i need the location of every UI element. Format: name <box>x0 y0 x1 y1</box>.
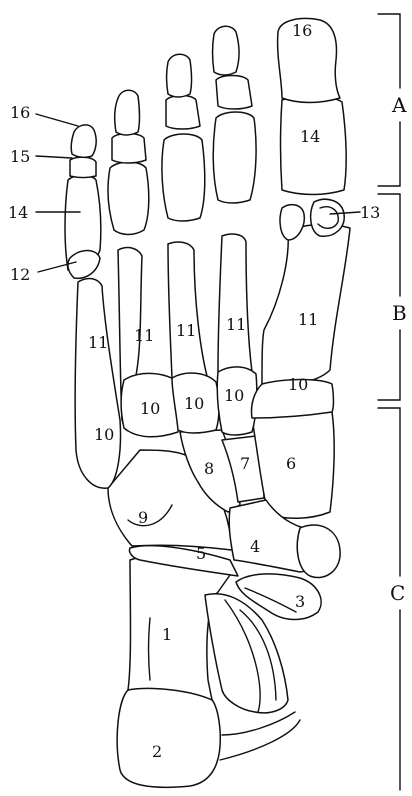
toe3-proximal <box>162 134 205 221</box>
section-label-c: C <box>390 581 405 605</box>
metatarsal-3 <box>168 242 208 384</box>
calcaneus-plantar-line <box>222 712 295 735</box>
label-16-bigtoe: 16 <box>292 21 312 40</box>
label-10-metatarsal-1: 10 <box>288 375 308 394</box>
metatarsal-2 <box>218 234 252 376</box>
label-13: 13 <box>360 203 380 222</box>
toe5-sesamoid <box>68 251 100 279</box>
cuboid-tuberosity <box>297 525 340 578</box>
section-label-b: B <box>392 301 407 325</box>
label-10-metatarsal-5: 10 <box>94 425 114 444</box>
label-9: 9 <box>138 508 148 527</box>
label-11-metatarsal-2: 11 <box>226 315 246 334</box>
label-14-bigtoe: 14 <box>300 127 320 146</box>
toe3-middle <box>166 96 200 130</box>
leader-15 <box>36 156 72 158</box>
label-10-metatarsal-2: 10 <box>224 386 244 405</box>
toe3-distal <box>167 54 192 97</box>
toe4-middle <box>112 134 146 164</box>
label-3: 3 <box>295 592 305 611</box>
label-10-metatarsal-4: 10 <box>140 399 160 418</box>
label-14-left: 14 <box>8 203 28 222</box>
label-2: 2 <box>152 742 162 761</box>
label-7: 7 <box>240 454 250 473</box>
toe5-distal <box>71 125 96 157</box>
bracket-b <box>378 194 400 400</box>
calcaneus-bone <box>117 686 220 788</box>
leader-16-left <box>36 114 78 126</box>
label-11-metatarsal-3: 11 <box>176 321 196 340</box>
label-11-metatarsal-4: 11 <box>134 326 154 345</box>
label-1: 1 <box>162 625 172 644</box>
label-11-metatarsal-5: 11 <box>88 333 108 352</box>
toe5-middle <box>70 157 96 177</box>
label-11-metatarsal-1: 11 <box>298 310 318 329</box>
toe4-distal <box>115 90 140 135</box>
toe4-proximal <box>108 162 149 235</box>
metatarsal-5 <box>75 279 120 489</box>
label-5: 5 <box>196 544 206 563</box>
calcaneus-plantar-line-2 <box>220 720 300 760</box>
label-10-metatarsal-3: 10 <box>184 394 204 413</box>
metatarsal-1 <box>262 225 350 386</box>
toe2-proximal <box>213 112 256 203</box>
section-label-a: A <box>391 93 407 117</box>
label-12: 12 <box>10 265 30 284</box>
label-15: 15 <box>10 147 30 166</box>
toe2-middle <box>216 76 252 110</box>
label-6: 6 <box>286 454 296 473</box>
toe2-distal <box>213 26 240 75</box>
label-16-left: 16 <box>10 103 30 122</box>
label-8: 8 <box>204 459 214 478</box>
label-4: 4 <box>250 537 260 556</box>
sesamoid-medial <box>311 199 345 236</box>
